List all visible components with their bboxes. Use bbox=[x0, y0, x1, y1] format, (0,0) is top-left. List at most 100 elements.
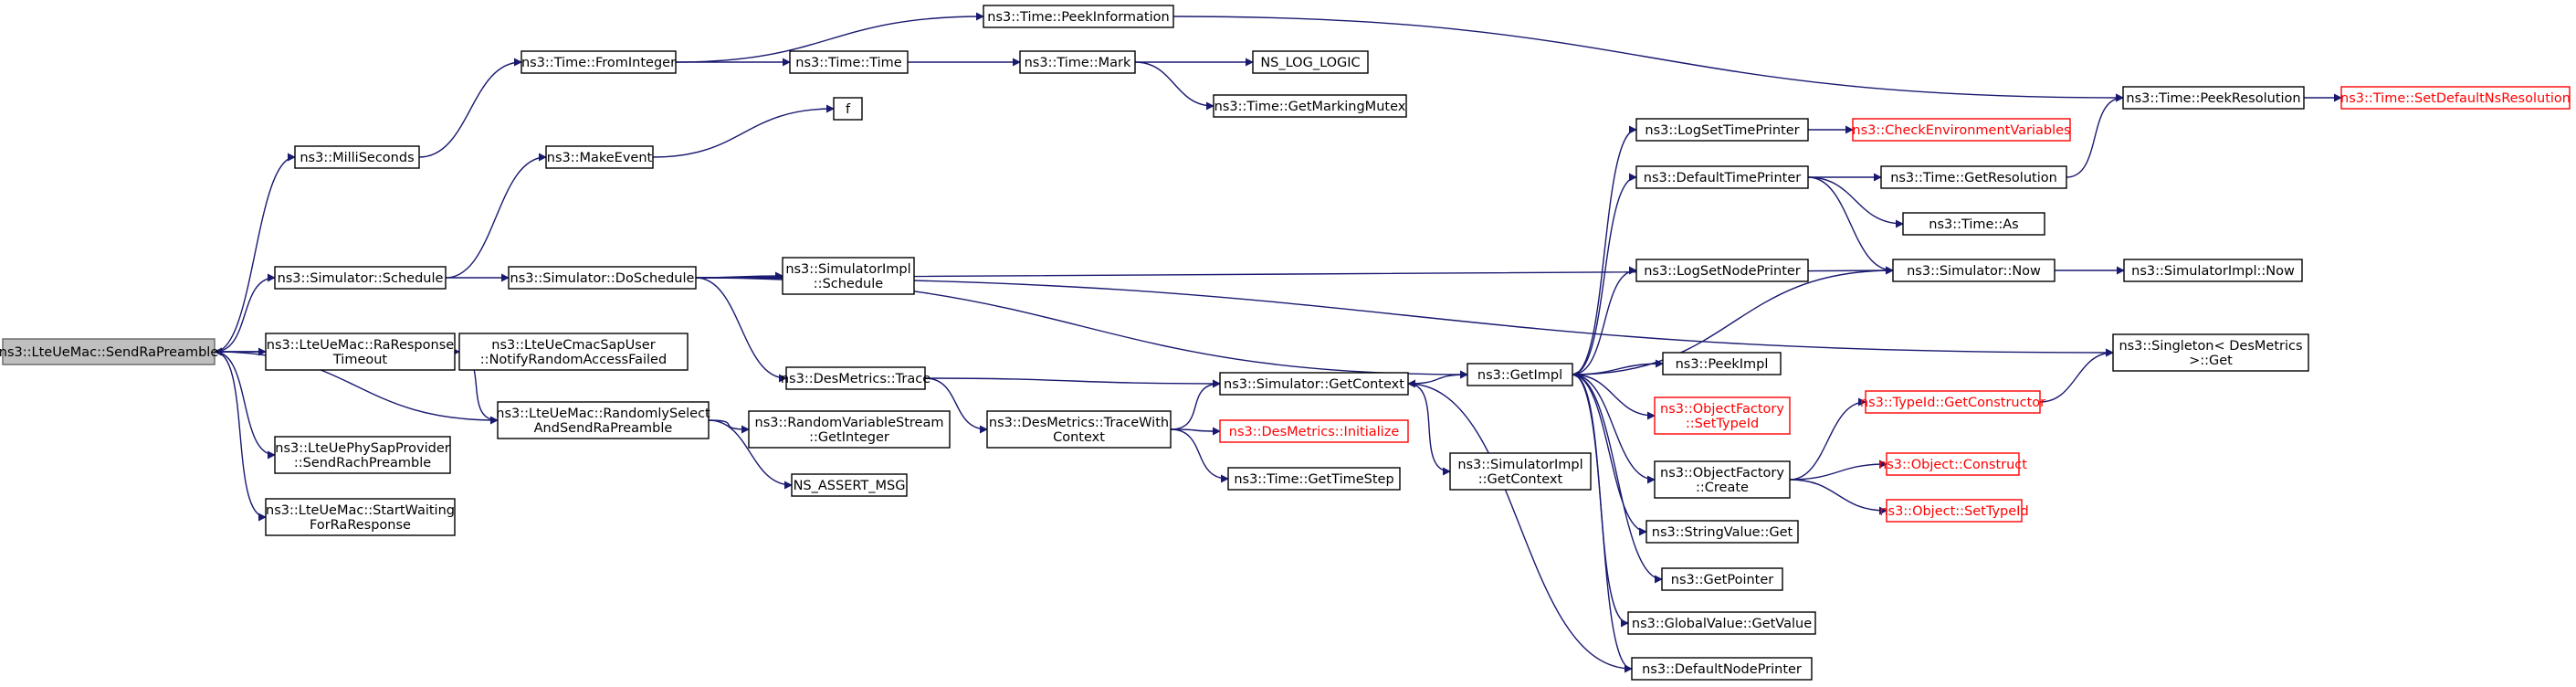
node-peekimpl[interactable]: ns3::PeekImpl bbox=[1662, 352, 1782, 375]
node-sendrach[interactable]: ns3::LteUePhySapProvider::SendRachPreamb… bbox=[274, 436, 451, 474]
node-checkenv[interactable]: ns3::CheckEnvironmentVariables bbox=[1852, 118, 2071, 142]
node-implsched[interactable]: ns3::SimulatorImpl::Schedule bbox=[782, 257, 915, 295]
node-box bbox=[545, 145, 654, 169]
node-label: ns3::GlobalValue::GetValue bbox=[1632, 617, 1812, 631]
node-box bbox=[748, 410, 951, 449]
node-mark[interactable]: ns3::Time::Mark bbox=[1019, 50, 1136, 74]
node-box bbox=[520, 50, 677, 74]
edge-now-to-getimpl bbox=[1572, 270, 1894, 379]
node-objconstruct[interactable]: ns3::Object::Construct bbox=[1878, 452, 2027, 476]
node-label: ns3::ObjectFactory bbox=[1660, 466, 1784, 481]
node-dmtrace[interactable]: ns3::DesMetrics::Trace bbox=[781, 366, 931, 390]
node-setdefres[interactable]: ns3::Time::SetDefaultNsResolution bbox=[2340, 86, 2571, 110]
node-dosched[interactable]: ns3::Simulator::DoSchedule bbox=[508, 266, 697, 290]
node-defnode[interactable]: ns3::DefaultNodePrinter bbox=[1631, 657, 1813, 681]
node-box bbox=[1865, 390, 2041, 414]
node-sched[interactable]: ns3::Simulator::Schedule bbox=[274, 266, 447, 290]
node-gettimestep[interactable]: ns3::Time::GetTimeStep bbox=[1227, 467, 1401, 491]
edge-getres-to-peekres bbox=[2066, 93, 2124, 178]
node-now[interactable]: ns3::Simulator::Now bbox=[1892, 259, 2056, 282]
node-label: ::Schedule bbox=[814, 277, 883, 291]
node-box bbox=[1852, 118, 2071, 142]
node-label: ns3::MakeEvent bbox=[547, 151, 653, 165]
node-box bbox=[508, 266, 697, 290]
edge-randsel-to-assert bbox=[708, 419, 793, 490]
node-label: ns3::CheckEnvironmentVariables bbox=[1852, 123, 2070, 138]
call-edge bbox=[924, 377, 988, 434]
node-ofcreate[interactable]: ns3::ObjectFactory::Create bbox=[1654, 460, 1791, 499]
node-label: ns3::Singleton< DesMetrics bbox=[2119, 339, 2302, 354]
node-dminit[interactable]: ns3::DesMetrics::Initialize bbox=[1219, 419, 1409, 443]
node-fromint[interactable]: ns3::Time::FromInteger bbox=[520, 50, 677, 74]
node-typeidctor[interactable]: ns3::TypeId::GetConstructor bbox=[1860, 390, 2045, 414]
node-singleton[interactable]: ns3::Singleton< DesMetrics >::Get bbox=[2112, 333, 2309, 372]
edge-ofcreate-to-typeidctor bbox=[1789, 397, 1866, 481]
node-label: ns3::LteUeCmacSapUser bbox=[491, 338, 655, 353]
call-edge bbox=[924, 377, 1221, 388]
node-label: Context bbox=[1053, 430, 1105, 445]
node-getptr[interactable]: ns3::GetPointer bbox=[1661, 567, 1783, 591]
node-label: ns3::DesMetrics::Trace bbox=[781, 372, 931, 386]
node-logsettime[interactable]: ns3::LogSetTimePrinter bbox=[1635, 118, 1809, 142]
node-peekinfo[interactable]: ns3::Time::PeekInformation bbox=[983, 5, 1174, 28]
node-box bbox=[1635, 259, 1809, 282]
node-send[interactable]: ns3::LteUeMac::SendRaPreamble bbox=[0, 338, 218, 365]
node-logsetnode[interactable]: ns3::LogSetNodePrinter bbox=[1635, 259, 1809, 282]
node-label: ns3::Object::Construct bbox=[1878, 458, 2027, 472]
node-f[interactable]: f bbox=[833, 97, 863, 121]
call-edge bbox=[214, 351, 267, 522]
call-edge bbox=[1572, 173, 1637, 375]
call-edge bbox=[214, 273, 276, 353]
call-edge bbox=[1170, 379, 1221, 430]
call-edge bbox=[1170, 428, 1229, 483]
node-box bbox=[791, 473, 908, 497]
call-edge bbox=[1407, 379, 1633, 670]
node-tas[interactable]: ns3::Time::As bbox=[1902, 212, 2045, 236]
node-label: ns3::Object::SetTypeId bbox=[1879, 504, 2028, 519]
node-ttime[interactable]: ns3::Time::Time bbox=[789, 50, 909, 74]
node-notify[interactable]: ns3::LteUeCmacSapUser::NotifyRandomAcces… bbox=[458, 333, 689, 371]
node-randsel[interactable]: ns3::LteUeMac::RandomlySelectAndSendRaPr… bbox=[496, 401, 710, 439]
node-label: ns3::ObjectFactory bbox=[1660, 402, 1784, 417]
edge-mark-to-getmark bbox=[1134, 61, 1214, 111]
node-ofsettype[interactable]: ns3::ObjectFactory::SetTypeId bbox=[1654, 396, 1791, 435]
node-label: ::GetContext bbox=[1478, 472, 1563, 487]
node-assert[interactable]: NS_ASSERT_MSG bbox=[791, 473, 908, 497]
node-label: ns3::LteUeMac::RandomlySelect bbox=[496, 407, 710, 421]
node-getres[interactable]: ns3::Time::GetResolution bbox=[1880, 165, 2067, 189]
node-label: ns3::RandomVariableStream bbox=[755, 416, 944, 430]
node-makeev[interactable]: ns3::MakeEvent bbox=[545, 145, 654, 169]
call-edge bbox=[1789, 460, 1887, 481]
node-box bbox=[782, 257, 915, 295]
node-box bbox=[265, 498, 456, 536]
edge-ofcreate-to-objconstruct bbox=[1789, 460, 1887, 481]
call-edge bbox=[214, 347, 499, 421]
node-getctx[interactable]: ns3::Simulator::GetContext bbox=[1219, 372, 1409, 396]
node-label: Timeout bbox=[332, 353, 388, 367]
node-box bbox=[274, 436, 451, 474]
node-objsettype[interactable]: ns3::Object::SetTypeId bbox=[1879, 499, 2029, 523]
node-milli[interactable]: ns3::MilliSeconds bbox=[294, 145, 420, 169]
node-peekres[interactable]: ns3::Time::PeekResolution bbox=[2122, 86, 2305, 110]
node-label: ForRaResponse bbox=[310, 518, 411, 533]
node-label: ns3::Time::GetResolution bbox=[1890, 171, 2057, 185]
node-nslog[interactable]: NS_LOG_LOGIC bbox=[1252, 50, 1369, 74]
node-gvget[interactable]: ns3::GlobalValue::GetValue bbox=[1627, 611, 1816, 635]
node-implnow[interactable]: ns3::SimulatorImpl::Now bbox=[2123, 259, 2303, 282]
node-label: ns3::Time::Mark bbox=[1025, 56, 1131, 70]
call-edge bbox=[1789, 397, 1866, 481]
node-box bbox=[1252, 50, 1369, 74]
node-getmark[interactable]: ns3::Time::GetMarkingMutex bbox=[1213, 94, 1407, 118]
node-implctx[interactable]: ns3::SimulatorImpl::GetContext bbox=[1449, 452, 1592, 491]
call-edge bbox=[1807, 176, 1904, 228]
node-deftime[interactable]: ns3::DefaultTimePrinter bbox=[1635, 165, 1809, 189]
edge-makeev-to-f bbox=[652, 104, 835, 158]
call-edge bbox=[2066, 93, 2124, 178]
node-getimpl[interactable]: ns3::GetImpl bbox=[1467, 363, 1573, 386]
node-strget[interactable]: ns3::StringValue::Get bbox=[1645, 520, 1799, 544]
call-nodes: ns3::LteUeMac::SendRaPreamble ns3::MilliS… bbox=[0, 5, 2571, 681]
node-rvs[interactable]: ns3::RandomVariableStream::GetInteger bbox=[748, 410, 951, 449]
